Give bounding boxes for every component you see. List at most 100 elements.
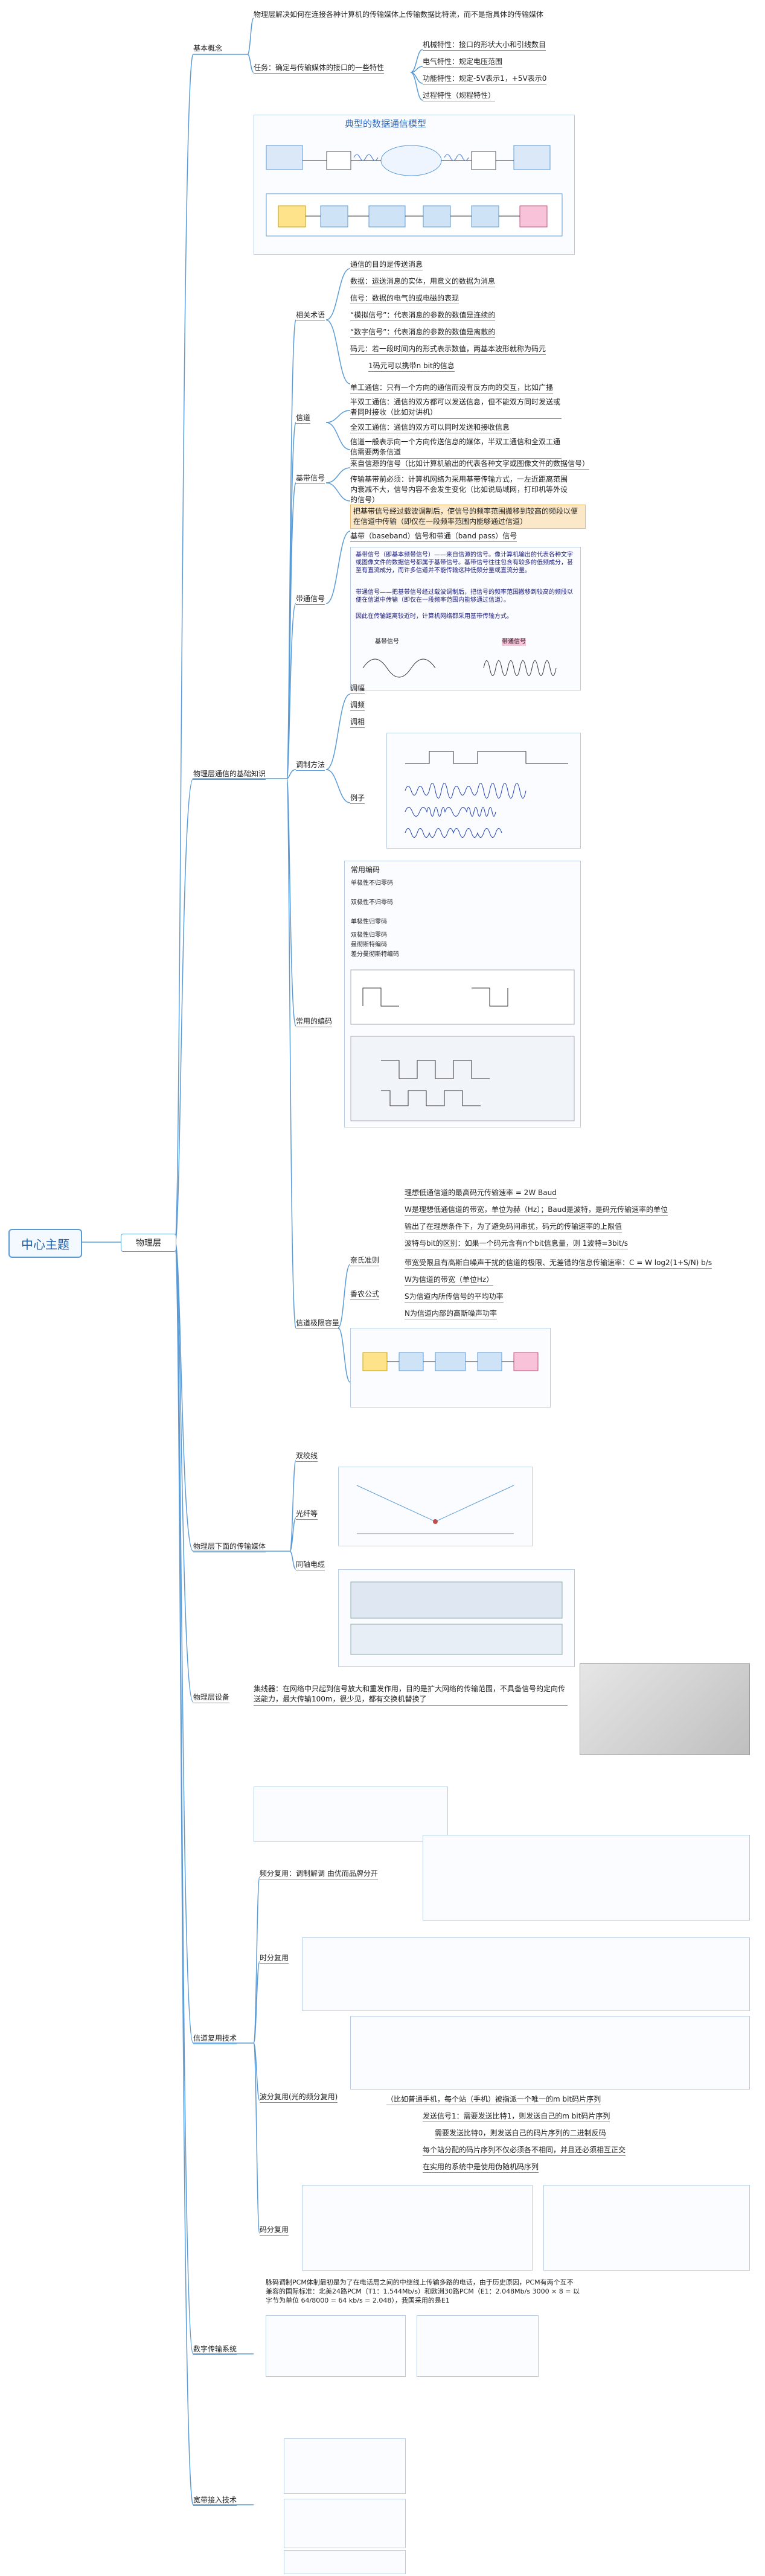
mod-example: 例子 — [350, 793, 365, 804]
wdm-diagram — [350, 2016, 750, 2090]
mod-pm: 调相 — [350, 717, 365, 728]
bandpass-waves — [362, 658, 557, 678]
topic-devices[interactable]: 物理层设备 — [193, 1692, 230, 1703]
topic-media[interactable]: 物理层下面的传输媒体 — [193, 1541, 266, 1552]
label-bandpass: 带通信号 — [502, 638, 526, 646]
cdm-wave-diagram — [543, 2185, 750, 2271]
broadband-diagram-1 — [284, 2438, 406, 2494]
term-2: 数据：运送消息的实体，用意义的数据为消息 — [350, 276, 496, 287]
nyquist-3: 输出了在理想条件下，为了避免码间串扰，码元的传输速率的上限值 — [405, 1222, 623, 1232]
spectrum-drawing — [350, 1581, 563, 1655]
code-2: 单极性归零码 — [351, 919, 387, 925]
cdm-text-diagram — [302, 2185, 533, 2271]
procedural-property: 过程特性（规程特性） — [423, 91, 496, 101]
topic-modulation[interactable]: 调制方法 — [296, 760, 325, 771]
nyquist-4: 波特与bit的区别：如果一个码元含有n个bit信息量，则 1波特=3bit/s — [405, 1239, 629, 1249]
functional-property: 功能特性：规定-5V表示1，+5V表示0 — [423, 74, 547, 84]
digital-text: 脉码调制PCM体制最初是为了在电话局之间的中继线上传输多路的电话，由于历史原因，… — [266, 2278, 580, 2304]
mod-fm: 调频 — [350, 700, 365, 711]
term-5: “数字信号”：代表消息的参数的数值是离散的 — [350, 327, 496, 338]
device-hub: 集线器：在网络中只起到信号放大和重发作用，目的是扩大网络的传输范围，不具备信号的… — [254, 1684, 568, 1706]
cdm-3: 需要发送比特0，则发送自己的码片序列的二进制反码 — [435, 2128, 606, 2139]
topic-terms[interactable]: 相关术语 — [296, 310, 325, 321]
codes-panel: 常用编码 单极性不归零码 双极性不归零码 单极性归零码 双极性归零码 曼彻斯特编… — [344, 861, 581, 1127]
broadband-diagram-2 — [284, 2499, 406, 2548]
baseband-source: 来自信源的信号（比如计算机输出的代表各种文字或图像文件的数据信号） — [350, 459, 590, 470]
digital-diagram-2 — [417, 2315, 539, 2377]
channel-half-duplex: 半双工通信：通信的双方都可以发送信息，但不能双方同时发送或者同时接收（比如对讲机… — [350, 397, 562, 419]
media-coax: 同轴电缆 — [296, 1560, 325, 1570]
spectrum-diagram — [338, 1569, 575, 1667]
fiber-drawing — [356, 1485, 514, 1534]
code-5: 差分曼彻斯特编码 — [351, 951, 399, 958]
label-baseband: 基带信号 — [375, 639, 399, 645]
codes-title: 常用编码 — [351, 866, 380, 874]
cdm-4: 每个站分配的码片序列不仅必须各不相同，并且还必须相互正交 — [423, 2145, 626, 2156]
topic-channel-capacity[interactable]: 信道极限容量 — [296, 1318, 340, 1329]
topic-digital-transmission[interactable]: 数字传输系统 — [193, 2344, 237, 2355]
root-topic[interactable]: 中心主题 — [8, 1229, 82, 1258]
channel-full-duplex: 全双工通信：通信的双方可以同时发送和接收信息 — [350, 422, 510, 433]
media-twisted-pair: 双绞线 — [296, 1451, 318, 1462]
capacity-blocks — [362, 1352, 539, 1371]
topic-physical-layer[interactable]: 物理层 — [121, 1234, 176, 1252]
mux-wdm: 波分复用(光的频分复用) — [260, 2092, 338, 2103]
bandpass-text-2: 带通信号——把基带信号经过载波调制后，把信号的频率范围搬移到较高的频段以便在信道… — [356, 589, 573, 604]
code-0: 单极性不归零码 — [351, 880, 393, 887]
topic-shannon[interactable]: 香农公式 — [350, 1289, 380, 1300]
cdm-1: （比如普通手机，每个站（手机）被指派一个唯一的m bit码片序列 — [386, 2094, 601, 2105]
topic-bandpass[interactable]: 带通信号 — [296, 594, 325, 605]
term-6: 码元：若一段时间内的形式表示数值，两基本波形就称为码元 — [350, 344, 546, 355]
data-communication-model-diagram: 典型的数据通信模型 — [254, 115, 575, 255]
topic-basic-concepts[interactable]: 基本概念 — [193, 43, 223, 54]
cdm-2: 发送信号1：需要发送比特1，则发送自己的m bit码片序列 — [423, 2111, 610, 2122]
basic-task[interactable]: 任务：确定与传输媒体的接口的一些特性 — [254, 63, 385, 74]
mux-diagram — [254, 1787, 448, 1842]
topic-codes[interactable]: 常用的编码 — [296, 1016, 333, 1027]
topic-baseband[interactable]: 基带信号 — [296, 473, 325, 484]
model-title: 典型的数据通信模型 — [345, 118, 427, 129]
baseband-note: 传输基带前必须：计算机网络为采用基带传输方式，一左近距离范围内衰减不大，信号内容… — [350, 474, 574, 506]
mux-tdm: 时分复用 — [260, 1953, 289, 1964]
link-broadband — [174, 1242, 194, 2505]
topic-comm-basics[interactable]: 物理层通信的基础知识 — [193, 769, 266, 780]
shannon-3: S为信道内所传信号的平均功率 — [405, 1292, 504, 1302]
link-devices — [174, 1242, 194, 1703]
topic-nyquist[interactable]: 奈氏准则 — [350, 1255, 380, 1266]
broadband-diagram-3 — [284, 2550, 406, 2574]
mechanical-property: 机械特性：接口的形状大小和引线数目 — [423, 40, 546, 51]
shannon-1: 带宽受限且有高斯白噪声干扰的信道的极限、无差错的信息传输速率：C = W log… — [405, 1258, 712, 1269]
term-7: 1码元可以携带n bit的信息 — [368, 361, 455, 372]
bandpass-types: 基带（baseband）信号和带通（band pass）信号 — [350, 531, 517, 542]
digital-diagram-1 — [266, 2315, 406, 2377]
mux-fdm: 频分复用：调制解调 由优而品牌分开 — [260, 1869, 378, 1879]
code-4: 曼彻斯特编码 — [351, 942, 387, 948]
modulation-waves — [405, 751, 568, 838]
topic-broadband[interactable]: 宽带接入技术 — [193, 2495, 237, 2506]
topic-multiplexing[interactable]: 信道复用技术 — [193, 2033, 237, 2044]
term-3: 信号：数据的电气的或电磁的表现 — [350, 293, 459, 304]
tdm-diagram — [302, 1937, 750, 2011]
channel-capacity-diagram — [350, 1328, 551, 1408]
code-3: 双极性归零码 — [351, 932, 387, 939]
topic-channel[interactable]: 信道 — [296, 413, 311, 424]
link-comm — [174, 778, 194, 1243]
bandpass-text-1: 基带信号（即基本频带信号）——来自信源的信号。像计算机输出的代表各种文字或图像文… — [356, 552, 573, 574]
term-1: 通信的目的是传送消息 — [350, 260, 423, 270]
shannon-4: N为信道内部的高斯噪声功率 — [405, 1309, 497, 1319]
channel-simplex: 单工通信：只有一个方向的通信而没有反方向的交互，比如广播 — [350, 383, 554, 394]
basic-definition: 物理层解决如何在连接各种计算机的传输媒体上传输数据比特流，而不是指具体的传输媒体 — [254, 10, 544, 19]
link-basic — [174, 54, 194, 1243]
nyquist-1: 理想低通信道的最高码元传输速率 = 2W Baud — [405, 1188, 557, 1199]
bandpass-text-3: 因此在传输距离较近时，计算机网络都采用基带传输方式。 — [356, 613, 513, 620]
shannon-2: W为信道的带宽（单位Hz） — [405, 1275, 494, 1286]
channel-note: 信道一般表示向一个方向传送信息的媒体，半双工通信和全双工通信需要两条信道 — [350, 437, 562, 459]
hub-photo — [580, 1663, 750, 1755]
nyquist-2: W是理想低通信道的带宽，单位为赫（Hz）；Baud是波特，是码元传输速率的单位 — [405, 1205, 668, 1216]
encoding-waves — [350, 969, 575, 1121]
term-4: “模拟信号”：代表消息的参数的数值是连续的 — [350, 310, 496, 321]
fdm-diagram — [423, 1835, 750, 1921]
mod-am: 调幅 — [350, 683, 365, 694]
bandpass-highlight: 把基带信号经过载波调制后，使信号的频率范围搬移到较高的频段以便在信道中传输（即仅… — [350, 505, 586, 529]
